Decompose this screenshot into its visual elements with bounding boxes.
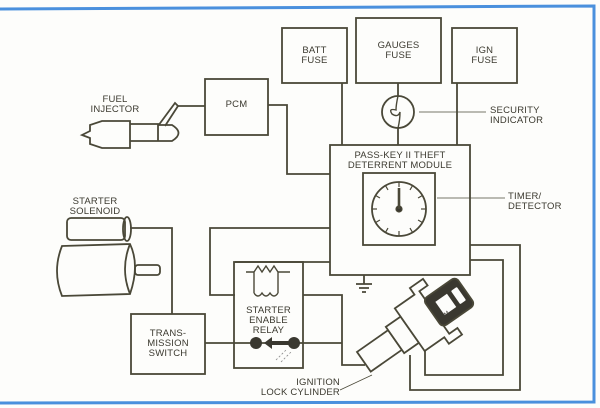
module-label: PASS-KEY II THEFT DETERRENT MODULE <box>347 150 453 171</box>
transmission-switch-box <box>130 313 206 375</box>
timer-tick <box>375 194 381 199</box>
timer-detector-label: TIMER/ DETECTOR <box>508 191 562 212</box>
pcm-label: PCM <box>225 99 248 110</box>
wire-solenoid-trans <box>130 227 173 314</box>
ign-fuse-label: IGN FUSE <box>471 45 498 66</box>
starter-motor-end <box>124 243 131 295</box>
starter-motor <box>56 243 136 297</box>
relay-contact-right <box>288 337 300 349</box>
ignition-lock-cylinder <box>355 277 475 373</box>
transmission-switch-label: TRANS- MISSION SWITCH <box>147 328 189 359</box>
timer-tick <box>384 185 389 191</box>
pcm-box <box>204 78 269 136</box>
security-indicator-filament <box>389 95 401 129</box>
starter-enable-relay-label: STARTER ENABLE RELAY <box>246 305 291 336</box>
relay-armature-arrow <box>264 337 292 349</box>
fuel-injector-label: FUEL INJECTOR <box>90 94 140 115</box>
wire-relay-ignition <box>303 294 365 366</box>
fuel-injector-body <box>130 101 180 142</box>
timer-ticks <box>372 182 426 236</box>
timer-box <box>362 172 436 246</box>
batt-fuse-label: BATT FUSE <box>301 45 328 66</box>
starter-solenoid-cap <box>122 216 132 242</box>
relay-box <box>233 261 304 369</box>
timer-tick <box>375 219 381 224</box>
security-indicator-bulb <box>381 95 415 129</box>
leader-ignition <box>339 374 373 391</box>
relay-contact-left <box>250 337 262 349</box>
gauges-fuse-label: GAUGES FUSE <box>377 40 420 61</box>
key-logo: GM <box>439 311 450 321</box>
relay-coil <box>253 264 279 297</box>
wire-pcm-module <box>268 104 330 175</box>
timer-tick <box>417 219 423 224</box>
batt-fuse-box <box>281 27 348 84</box>
timer-tick <box>409 227 414 233</box>
fuel-injector <box>79 120 131 149</box>
starter-shaft <box>134 264 161 276</box>
wire-module-ignition-1 <box>409 244 521 391</box>
theft-deterrent-module-box <box>329 144 471 276</box>
ign-fuse-box <box>451 27 518 84</box>
ground-symbol <box>356 275 372 293</box>
security-indicator-label: SECURITY INDICATOR <box>490 105 544 126</box>
starter-solenoid-label: STARTER SOLENOID <box>69 196 121 217</box>
relay-dashed-link <box>275 349 292 363</box>
timer-tick <box>409 185 414 191</box>
timer-tick <box>417 194 423 199</box>
wire-module-ignition-2 <box>424 259 504 376</box>
starter-solenoid-body <box>66 217 126 241</box>
timer-tick <box>384 227 389 233</box>
wire-module-relay-outer <box>209 227 330 296</box>
frame-border <box>0 4 596 405</box>
ignition-lock-cylinder-label: IGNITION LOCK CYLINDER <box>260 377 340 398</box>
